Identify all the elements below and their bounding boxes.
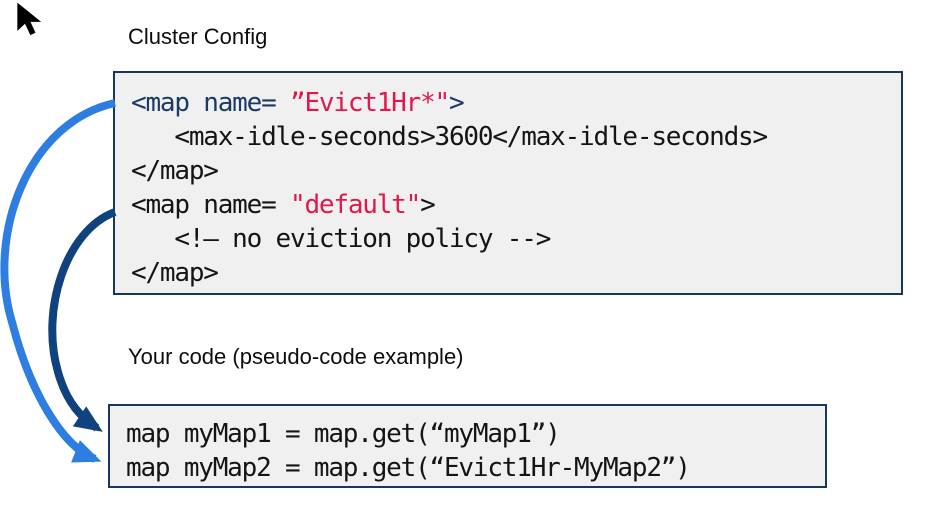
- cluster-config-code-box: <map name= ”Evict1Hr*"> <max-idle-second…: [113, 71, 903, 295]
- pseudo-code-mymap1: map myMap1 = map.get(“myMap1”): [126, 419, 561, 449]
- pseudo-code-mymap2: map myMap2 = map.get(“Evict1Hr-MyMap2”): [126, 453, 691, 483]
- arrow-evict1hr-to-mymap2: [0, 99, 116, 463]
- xml-open-tag: <map name=: [131, 190, 290, 220]
- xml-close-map-tag: </map>: [131, 258, 219, 288]
- config-code-line-1: <map name= ”Evict1Hr*">: [131, 86, 901, 120]
- config-code-line-2: <max-idle-seconds>3600</max-idle-seconds…: [131, 120, 901, 154]
- arrow-default-to-mymap1: [48, 208, 117, 432]
- config-code-line-4: <map name= "default">: [131, 188, 901, 222]
- cluster-config-title: Cluster Config: [128, 24, 268, 49]
- your-code-box: map myMap1 = map.get(“myMap1”) map myMap…: [108, 404, 827, 488]
- config-code-line-5: <!– no eviction policy -->: [131, 222, 901, 256]
- xml-tag-close-bracket: >: [420, 190, 436, 220]
- xml-map-name-value: ”Evict1Hr*": [290, 88, 450, 118]
- pseudo-code-line-1: map myMap1 = map.get(“myMap1”): [126, 417, 825, 451]
- config-code-line-6: </map>: [131, 256, 901, 290]
- your-code-title: Your code (pseudo-code example): [128, 344, 464, 369]
- pseudo-code-line-2: map myMap2 = map.get(“Evict1Hr-MyMap2”): [126, 451, 825, 485]
- xml-tag-close-bracket: >: [449, 88, 465, 118]
- xml-comment: <!– no eviction policy -->: [131, 224, 551, 254]
- mouse-pointer-icon: [16, 1, 42, 37]
- xml-open-tag: <map name=: [131, 88, 290, 118]
- xml-map-name-value: "default": [290, 190, 421, 220]
- xml-max-idle-seconds: <max-idle-seconds>3600</max-idle-seconds…: [131, 122, 768, 152]
- config-code-line-3: </map>: [131, 154, 901, 188]
- xml-close-map-tag: </map>: [131, 156, 219, 186]
